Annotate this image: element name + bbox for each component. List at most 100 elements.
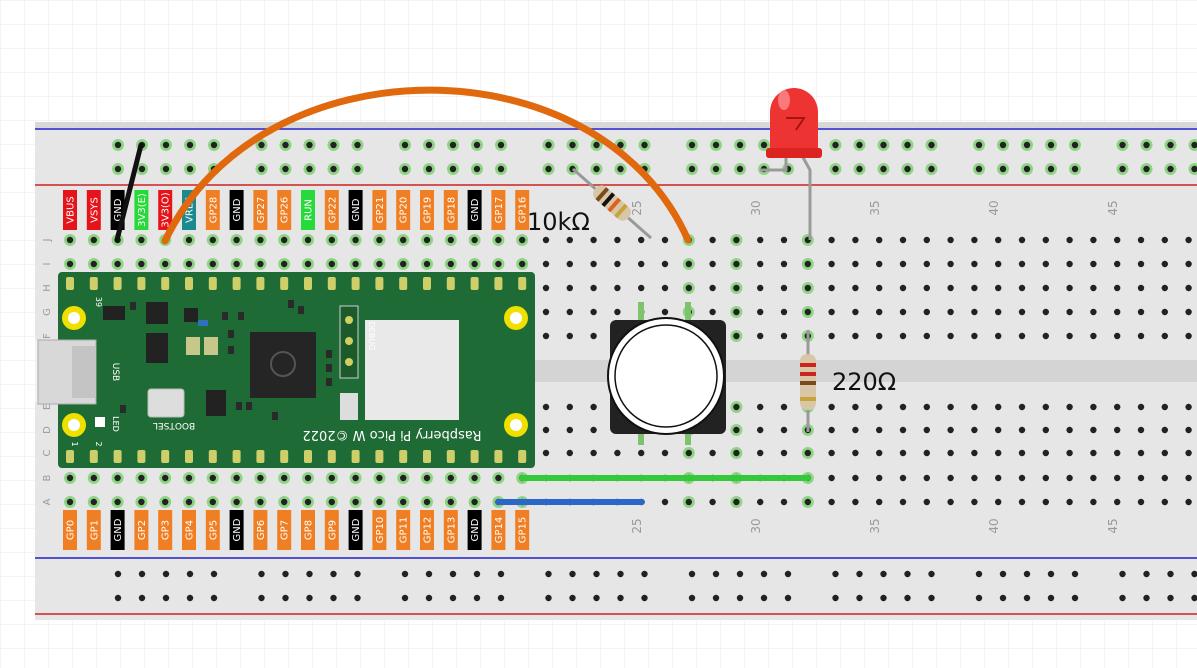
top-pin-label: VBUS [66, 196, 77, 223]
breadboard-hole [1161, 332, 1169, 340]
breadboard-hole [923, 403, 930, 411]
led[interactable] [760, 88, 822, 240]
breadboard-hole [757, 284, 764, 292]
breadboard-hole [852, 474, 859, 482]
breadboard-hole [614, 284, 621, 292]
breadboard-hole [757, 426, 764, 434]
breadboard-hole [1066, 236, 1073, 244]
column-number: 35 [868, 200, 882, 215]
breadboard-hole [1018, 449, 1026, 457]
breadboard-hole [832, 594, 839, 602]
top-pin-label: GND [113, 198, 124, 221]
breadboard-hole [114, 570, 122, 578]
bottom-pin-label-bg [420, 510, 434, 550]
breadboard-hole [138, 570, 146, 578]
breadboard-hole [923, 284, 930, 292]
breadboard-hole [401, 594, 409, 602]
breadboard-hole [975, 165, 983, 173]
pico-pad [518, 450, 527, 463]
breadboard-hole [685, 260, 692, 268]
breadboard-hole [641, 594, 648, 602]
breadboard-hole [233, 498, 240, 506]
breadboard-hole [542, 403, 550, 411]
breadboard-hole [449, 165, 457, 173]
breadboard-hole [733, 308, 740, 316]
pico-pad [185, 450, 193, 463]
breadboard-hole [1018, 474, 1026, 482]
bottom-pin-label: GP7 [280, 520, 291, 540]
breadboard-hole [352, 260, 359, 268]
top-pin-label: GND [232, 198, 243, 221]
breadboard-hole [876, 449, 883, 457]
breadboard-hole [614, 308, 621, 316]
top-pin-label-bg [63, 190, 77, 230]
breadboard-hole [1023, 570, 1031, 578]
breadboard-hole [473, 141, 481, 149]
breadboard-hole [780, 260, 788, 268]
pico-pad [351, 450, 360, 463]
pico-pad [161, 450, 170, 463]
breadboard-hole [497, 165, 505, 173]
breadboard-hole [1018, 308, 1026, 316]
breadboard-hole [876, 260, 883, 268]
breadboard-hole [1143, 594, 1150, 602]
breadboard-hole [712, 570, 720, 578]
breadboard-hole [685, 498, 692, 506]
breadboard-hole [90, 498, 98, 506]
breadboard-hole [928, 165, 935, 173]
breadboard-hole [282, 570, 289, 578]
breadboard-hole [1090, 284, 1097, 292]
breadboard-hole [757, 449, 764, 457]
breadboard-hole [971, 236, 978, 244]
breadboard-hole [617, 165, 624, 173]
breadboard-hole [1161, 260, 1169, 268]
breadboard-hole [376, 498, 383, 506]
breadboard-hole [709, 308, 716, 316]
bottom-pin-label-bg [63, 510, 77, 550]
breadboard-hole [1114, 403, 1121, 411]
breadboard-hole [947, 260, 954, 268]
breadboard-hole [733, 236, 740, 244]
breadboard-hole [569, 594, 576, 602]
breadboard-hole [804, 449, 811, 457]
breadboard-hole [1066, 474, 1073, 482]
breadboard-hole [186, 594, 194, 602]
breadboard-hole [354, 570, 361, 578]
breadboard-hole [542, 284, 550, 292]
breadboard-hole [638, 236, 645, 244]
breadboard-hole [304, 236, 312, 244]
breadboard-hole [66, 474, 74, 482]
breadboard-hole [733, 284, 740, 292]
breadboard-hole [114, 594, 122, 602]
breadboard-hole [209, 474, 216, 482]
row-letter: D [42, 426, 53, 434]
breadboard-hole [1137, 260, 1145, 268]
breadboard-hole [880, 594, 887, 602]
breadboard-hole [733, 426, 740, 434]
breadboard-hole [923, 474, 930, 482]
push-button[interactable] [607, 302, 726, 445]
breadboard-hole [1023, 594, 1031, 602]
resistor-10k[interactable] [572, 167, 652, 240]
bottom-pin-label: GP6 [256, 520, 267, 540]
pico-pad [280, 277, 289, 290]
breadboard-hole [593, 570, 600, 578]
top-pin-label: GP20 [399, 197, 410, 224]
breadboard-hole [661, 284, 669, 292]
breadboard-hole [661, 236, 669, 244]
bottom-pin-label: GP2 [137, 520, 148, 540]
resistor-220-label: 220Ω [832, 368, 896, 396]
pico-board-label: Raspberry Pi Pico W ©2022 [302, 427, 481, 442]
resistor-220[interactable] [800, 330, 816, 432]
breadboard-hole [257, 236, 264, 244]
pico-pad [423, 277, 431, 290]
breadboard-hole [852, 236, 859, 244]
breadboard-hole [899, 498, 907, 506]
breadboard-hole [757, 260, 764, 268]
breadboard-hole [852, 308, 859, 316]
breadboard-hole [971, 474, 978, 482]
breadboard-hole [423, 236, 431, 244]
breadboard-hole [66, 260, 74, 268]
breadboard-hole [566, 260, 573, 268]
breadboard-hole [1143, 570, 1150, 578]
